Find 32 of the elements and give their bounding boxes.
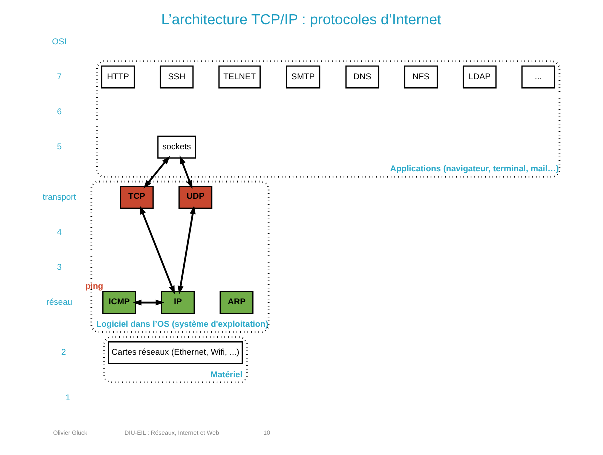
label: 2 [61, 347, 66, 358]
label: 5 [57, 142, 62, 152]
node-box: HTTP [101, 66, 136, 89]
node-box: TELNET [218, 66, 261, 89]
arrow [140, 206, 176, 294]
label: 4 [57, 226, 62, 237]
node-box: TCP [120, 186, 154, 210]
node-box: ... [522, 66, 556, 89]
label: 7 [57, 71, 62, 82]
label: 1 [66, 392, 70, 403]
arrow [180, 156, 193, 190]
node-box: DNS [346, 66, 380, 89]
node-box: Cartes réseaux (Ethernet, Wifi, ...) [108, 342, 244, 364]
label: réseau [46, 297, 73, 308]
arrow [133, 300, 164, 306]
label: 6 [57, 106, 62, 117]
node-box: LDAP [462, 66, 497, 89]
node-box: ARP [220, 291, 254, 314]
node-box: SSH [160, 66, 194, 89]
node-box: ICMP [102, 291, 136, 314]
arrow [178, 206, 196, 295]
node-box: IP [161, 291, 196, 314]
label: OSI [52, 36, 67, 46]
label: 3 [57, 262, 62, 272]
node-box: SMTP [286, 66, 321, 89]
node-box: sockets [158, 136, 196, 159]
node-label: ping [86, 281, 104, 292]
node-box: UDP [178, 186, 213, 210]
arrow [144, 156, 170, 189]
label: transport [42, 192, 76, 202]
node-box: NFS [404, 66, 438, 89]
diagram-title: L’architecture TCP/IP : protocoles d’Internet [162, 12, 442, 29]
